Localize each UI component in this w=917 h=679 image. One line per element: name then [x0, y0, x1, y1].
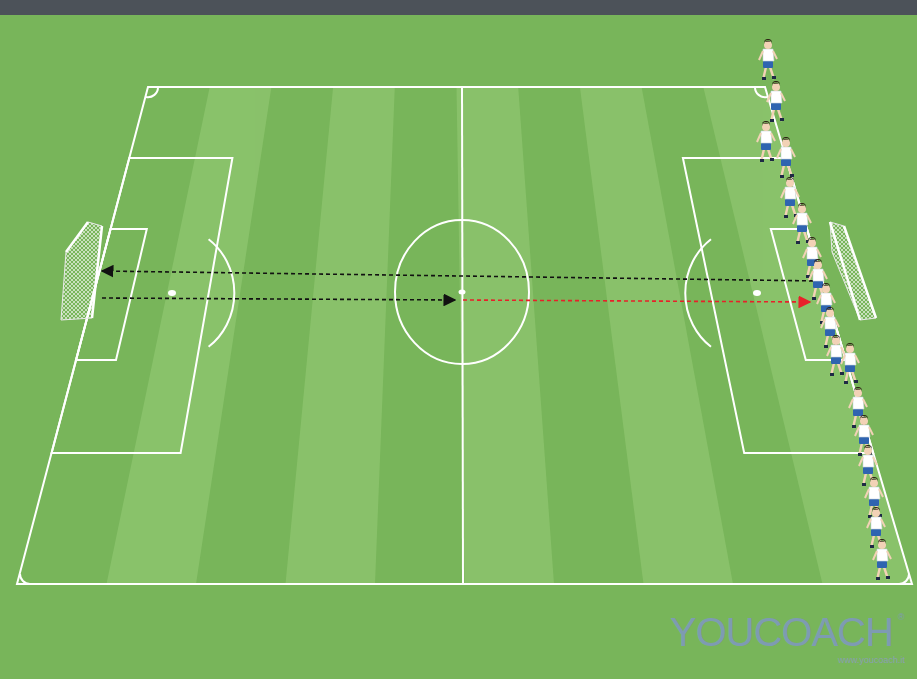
label-holder: www.youcoach.it [838, 656, 905, 665]
watermark-url: www.youcoach.it [838, 656, 905, 665]
label-holder: ® [898, 613, 905, 622]
registered-mark: ® [898, 613, 905, 622]
watermark-logo: YOUCOACH [670, 612, 893, 652]
label-holder: YOUCOACH [670, 612, 893, 652]
